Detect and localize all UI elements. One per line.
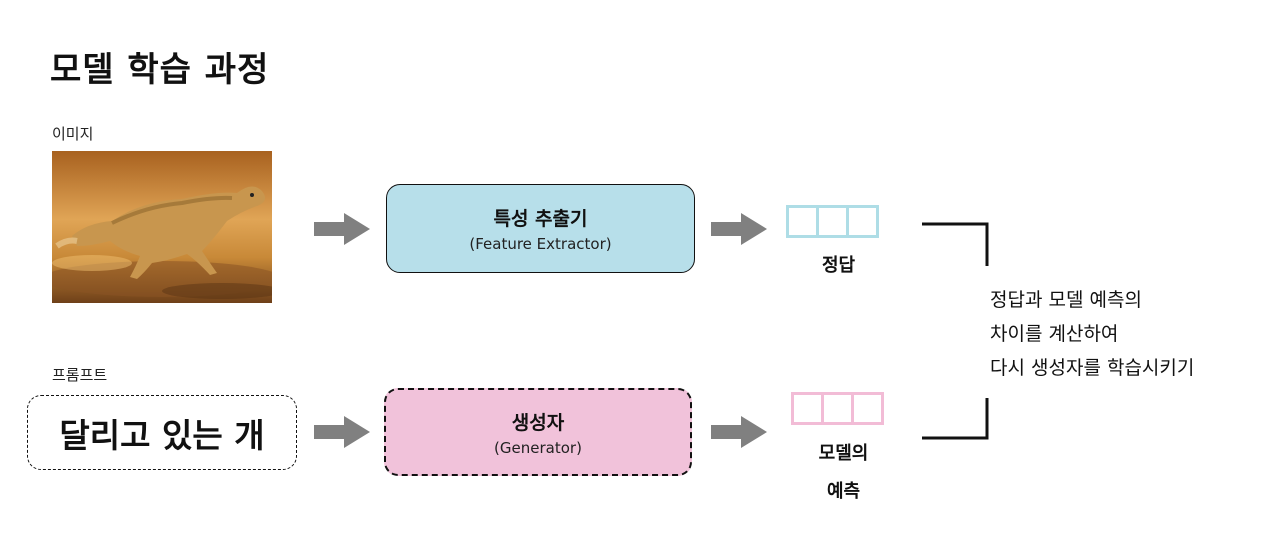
prediction-label-line2: 예측 xyxy=(826,481,861,502)
comparison-bracket xyxy=(922,222,989,440)
answer-label: 정답 xyxy=(821,255,856,276)
explanation-text: 정답과 모델 예측의 차이를 계산하여 다시 생성자를 학습시키기 xyxy=(990,283,1194,385)
vector-cell xyxy=(816,205,849,238)
running-dog-image xyxy=(52,151,272,303)
vector-cell xyxy=(851,392,884,425)
generator-title: 생성자 xyxy=(511,411,565,434)
explanation-line: 정답과 모델 예측의 xyxy=(990,289,1142,311)
prediction-label-line1: 모델의 xyxy=(818,443,869,464)
image-label: 이미지 xyxy=(52,125,94,143)
vector-cell xyxy=(791,392,824,425)
right-arrow-icon xyxy=(314,213,370,245)
prediction-label: 모델의 예측 xyxy=(791,435,896,511)
running-dog-photo xyxy=(52,151,272,303)
prediction-vector xyxy=(791,392,884,425)
feature-extractor-box: 특성 추출기 (Feature Extractor) xyxy=(386,184,695,273)
generator-box: 생성자 (Generator) xyxy=(384,388,692,476)
answer-vector xyxy=(786,205,879,238)
vector-cell xyxy=(846,205,879,238)
prompt-label: 프롬프트 xyxy=(52,366,108,384)
right-arrow-icon xyxy=(711,213,767,245)
explanation-line: 차이를 계산하여 xyxy=(990,323,1119,345)
vector-cell xyxy=(821,392,854,425)
vector-cell xyxy=(786,205,819,238)
prompt-box: 달리고 있는 개 xyxy=(27,395,297,470)
right-arrow-icon xyxy=(711,416,767,448)
right-arrow-icon xyxy=(314,416,370,448)
prompt-text: 달리고 있는 개 xyxy=(59,415,265,455)
explanation-line: 다시 생성자를 학습시키기 xyxy=(990,357,1195,379)
extractor-subtitle: (Feature Extractor) xyxy=(469,235,612,253)
page-title: 모델 학습 과정 xyxy=(50,50,270,90)
generator-subtitle: (Generator) xyxy=(494,438,582,457)
extractor-title: 특성 추출기 xyxy=(493,208,588,230)
